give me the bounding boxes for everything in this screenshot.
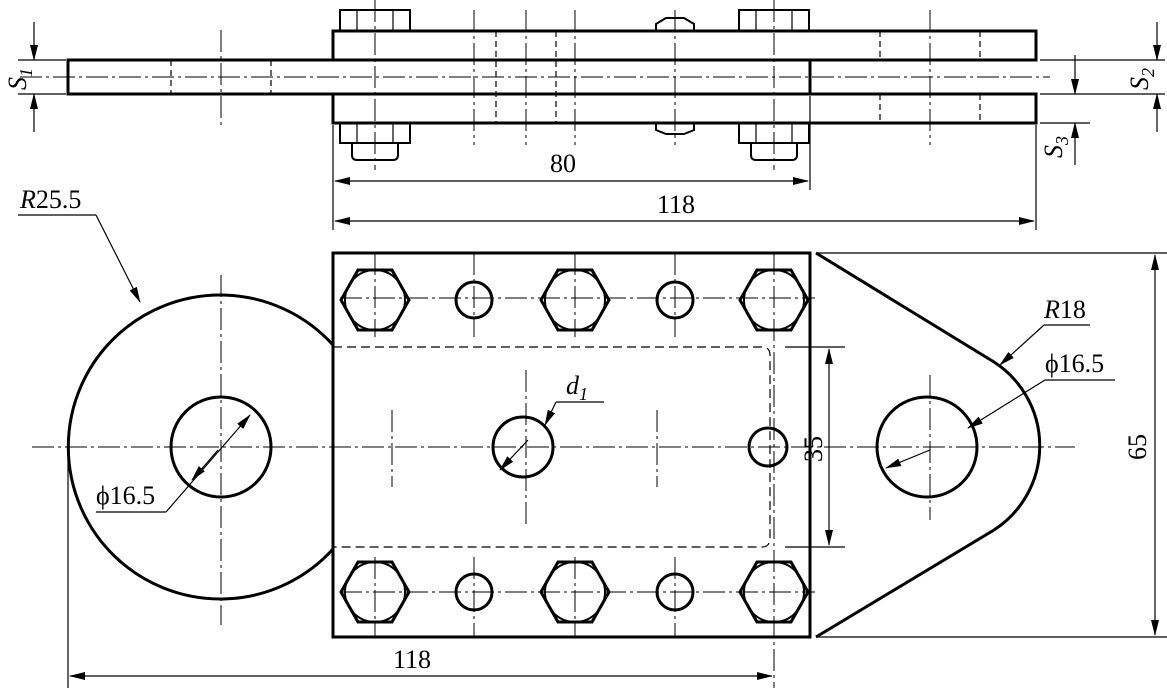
dim-65: 65 (816, 252, 1167, 638)
hex-bolt (539, 268, 611, 332)
leader-r18: R18 (999, 295, 1090, 366)
svg-text:65: 65 (1123, 434, 1152, 460)
front-view: R25.5 ϕ16.5 d1 R18 ϕ16.5 (18, 185, 1167, 688)
dim-s3: S3 (1039, 55, 1090, 165)
svg-text:ϕ16.5: ϕ16.5 (1045, 349, 1104, 378)
hex-bolts (339, 268, 810, 624)
svg-text:118: 118 (393, 645, 431, 674)
hole-small-tl2 (655, 280, 695, 320)
leader-phi-left: ϕ16.5 (96, 414, 251, 513)
dim-118-top: 118 (332, 125, 1037, 230)
dim-80: 80 (332, 96, 811, 190)
hex-bolt (738, 268, 810, 332)
dim-s2: S2 (1040, 22, 1165, 132)
hole-small-bl1 (454, 572, 494, 612)
svg-text:S2: S2 (1125, 68, 1158, 90)
hex-bolt (339, 560, 411, 624)
svg-text:S3: S3 (1039, 136, 1072, 158)
hole-d1 (491, 415, 555, 479)
right-tab (815, 251, 1042, 639)
hex-bolt (339, 268, 411, 332)
svg-text:R18: R18 (1043, 295, 1086, 324)
leader-d1: d1 (499, 371, 604, 471)
rivet-head-bottom (655, 123, 695, 135)
dim-s1: S1 (3, 22, 66, 132)
hole-left (169, 395, 273, 499)
svg-text:ϕ16.5: ϕ16.5 (96, 481, 155, 510)
svg-text:S1: S1 (3, 68, 36, 90)
centerlines-top-view (20, 0, 1050, 170)
svg-text:35: 35 (799, 436, 828, 462)
leader-r25: R25.5 (18, 185, 141, 303)
hole-small-right (747, 426, 789, 468)
centerlines-front-view (32, 253, 1075, 688)
svg-text:118: 118 (657, 190, 695, 219)
hole-right (875, 395, 979, 499)
top-view: S1 S2 S3 80 118 (3, 0, 1165, 230)
hex-bolt (738, 560, 810, 624)
svg-text:R25.5: R25.5 (19, 185, 81, 214)
svg-text:d1: d1 (566, 371, 588, 404)
hole-small-tl1 (454, 280, 494, 320)
leader-phi-right: ϕ16.5 (885, 349, 1115, 469)
hole-small-bl2 (655, 572, 695, 612)
svg-text:80: 80 (550, 149, 576, 178)
bottom-cover-plate (331, 92, 1038, 125)
top-cover-plate (331, 29, 1038, 62)
rect-cover-plate (331, 251, 812, 639)
dim-35: 35 (785, 346, 845, 548)
hex-bolt (539, 560, 611, 624)
dim-118-bottom: 118 (67, 450, 773, 688)
